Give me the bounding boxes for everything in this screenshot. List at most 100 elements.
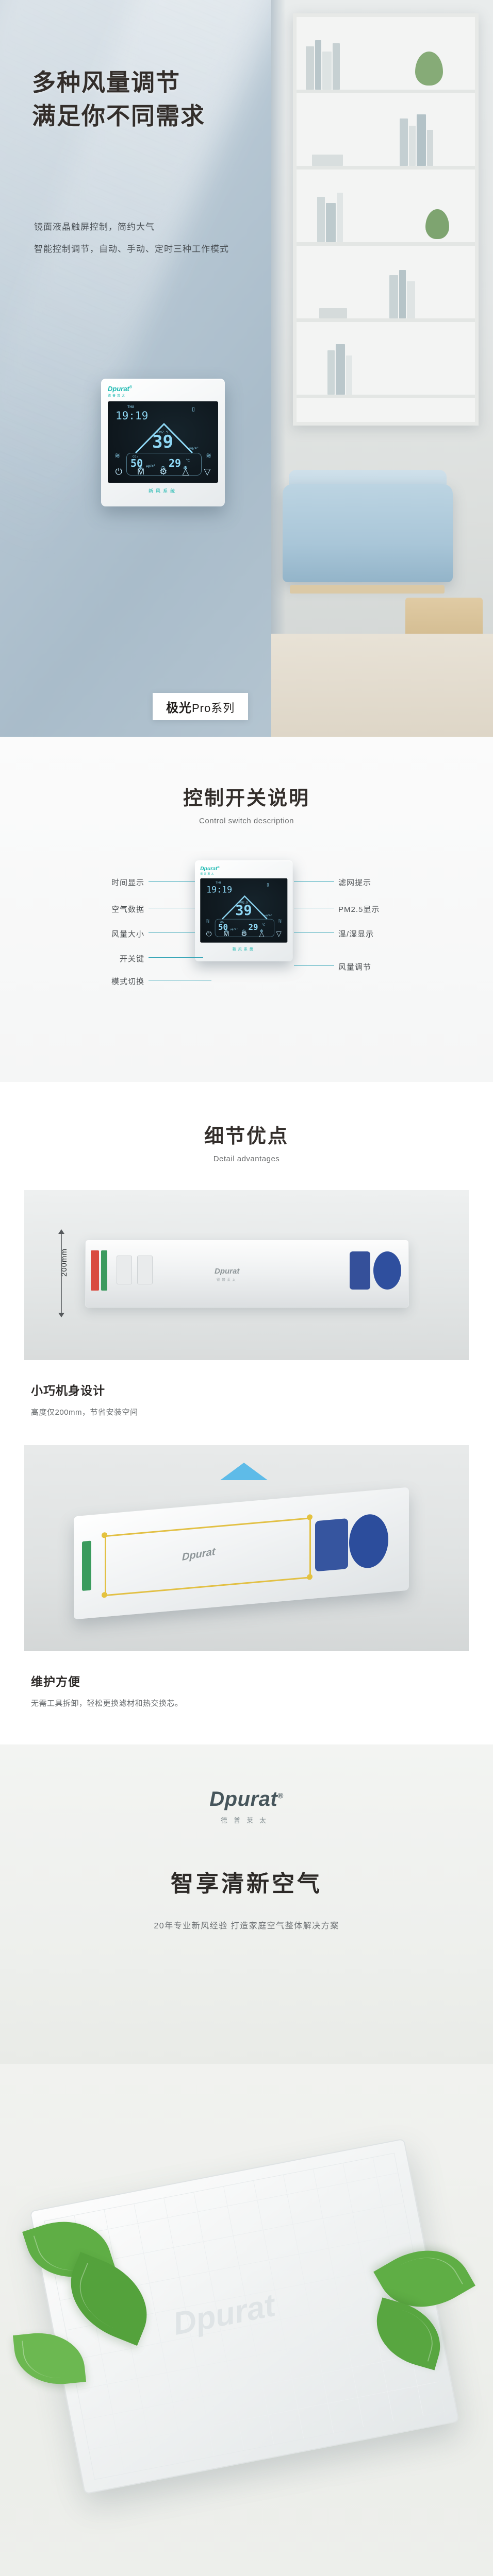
co2-label: CO₂ — [133, 455, 138, 459]
pm25-label-diagram: PM2.5 — [239, 901, 248, 905]
temperature-unit-diagram: ℃ — [262, 923, 265, 927]
brand-logo-cn: 德普莱太 — [220, 1817, 272, 1824]
increase-key[interactable]: △ — [182, 467, 189, 477]
brand-section: Dpurat® 德普莱太 智享清新空气 20年专业新风经验 打造家庭空气整体解决… — [0, 1744, 493, 2064]
green-terminal-2 — [82, 1540, 91, 1591]
touch-key-row[interactable]: ⏻ M ⚙ △ ▽ — [108, 466, 218, 478]
callout-label-airflow-adjust: 风量调节 — [338, 963, 372, 972]
callout-label-time-display: 时间显示 — [111, 878, 144, 887]
time-display: 19:19 — [116, 410, 149, 422]
hero-product-badge: 极光Pro系列 — [153, 693, 249, 720]
pm25-unit: μg/m³ — [189, 447, 199, 450]
co2-label-diagram: CO₂ — [220, 920, 224, 924]
power-key[interactable]: ⏻ — [115, 467, 122, 477]
badge-cn-text: 极光 — [166, 701, 192, 715]
snowflake-left-icon-diagram: ❄ — [224, 928, 228, 934]
callout-label-filter-reminder: 滤网提示 — [338, 878, 372, 887]
mode-key-diagram[interactable]: M — [223, 930, 229, 938]
thermostat-lcd-screen: THU 19:19 ▯ PM2.5 39 μg/m³ ≋ ≋ CO₂ 50 μg… — [108, 401, 218, 483]
house-outline-icon-diagram — [221, 892, 269, 921]
brand-text-diagram: Dpurat — [200, 865, 218, 872]
unit-logo: Dpurat — [215, 1267, 240, 1276]
thermostat-diagram-device: Dpurat® 德普莱太 THU 19:19 ▯ PM2.5 39 μg/m³ … — [195, 860, 293, 961]
hero-subtitle-line1: 镜面液晶触屏控制，简约大气 — [34, 222, 155, 232]
brand-subline: 20年专业新风经验 打造家庭空气整体解决方案 — [154, 1922, 339, 1930]
bookshelf — [293, 13, 479, 426]
room-scene-photo — [271, 0, 493, 737]
shelf-row — [297, 93, 475, 170]
thermostat-brand-cn: 德普莱太 — [108, 395, 127, 398]
sofa — [283, 484, 453, 582]
settings-gear-key[interactable]: ⚙ — [159, 467, 168, 477]
filter-indicator-icon-diagram: ▯ — [266, 882, 270, 888]
thermostat-brand-logo-diagram: Dpurat® — [200, 866, 287, 871]
port-panel-1 — [117, 1256, 132, 1284]
temperature-value-diagram: 29 — [248, 922, 258, 933]
blue-duct-square-2 — [315, 1518, 348, 1572]
touch-key-row-diagram[interactable]: ⏻ M ⚙ △ ▽ — [200, 929, 287, 939]
detail-advantages-section: 细节优点 Detail advantages Dpurat 德普莱太 200mm… — [0, 1082, 493, 1708]
brand-text: Dpurat — [108, 385, 129, 393]
settings-gear-key-diagram[interactable]: ⚙ — [241, 930, 248, 938]
temperature-unit: ℃ — [186, 459, 190, 463]
callout-line-right-4 — [294, 965, 334, 966]
control-section-title: 控制开关说明 — [183, 788, 310, 809]
shelf-row — [297, 322, 475, 398]
power-key-diagram[interactable]: ⏻ — [206, 930, 212, 938]
mode-icon-row: ❄ ◷ ❄ — [108, 463, 218, 472]
mode-icon-row-diagram: ❄ ◷ ❄ — [200, 927, 287, 935]
port-panel-2 — [137, 1256, 153, 1284]
pm25-value: 39 — [152, 432, 173, 452]
shelf-row — [297, 170, 475, 246]
dimension-label-200mm: 200mm — [60, 1248, 69, 1277]
co2-value-diagram: 50 — [218, 922, 228, 933]
callout-line-left-1 — [149, 881, 195, 882]
filter-indicator-icon: ▯ — [191, 405, 195, 413]
brand-logo: Dpurat® — [0, 1788, 493, 1811]
weekday-display: THU — [127, 405, 134, 409]
mode-key[interactable]: M — [137, 467, 145, 477]
hero-subtitle-line2: 智能控制调节，自动、手动、定时三种工作模式 — [34, 244, 229, 254]
house-outline-icon — [134, 419, 194, 455]
blue-duct-round — [373, 1251, 401, 1290]
callout-label-pm25-display: PM2.5显示 — [338, 905, 380, 914]
screw-marker — [307, 1514, 313, 1520]
timer-icon: ◷ — [160, 465, 166, 471]
airflow-wave-left-icon: ≋ — [115, 451, 120, 460]
red-terminal — [91, 1250, 99, 1291]
detail-1-caption-sub: 高度仅200mm，节省安装空间 — [31, 1408, 138, 1417]
callout-label-airflow-level: 风量大小 — [111, 930, 144, 939]
hero-title-line1: 多种风量调节 — [32, 69, 180, 96]
callout-label-mode-switch: 模式切换 — [111, 977, 144, 986]
thermostat-brand-cn-diagram: 德普莱太 — [200, 873, 215, 876]
pm25-unit-diagram: μg/m³ — [265, 914, 272, 917]
detail-section-title: 细节优点 — [204, 1126, 289, 1147]
callout-label-temp-humidity-display: 温/湿显示 — [338, 930, 374, 939]
screw-marker — [307, 1573, 313, 1580]
thermostat-device: Dpurat® 德普莱太 THU 19:19 ▯ PM2.5 39 μg/m³ … — [101, 379, 225, 506]
callout-line-left-4 — [149, 957, 203, 958]
time-display-diagram: 19:19 — [206, 885, 233, 895]
floor — [271, 634, 493, 737]
thermostat-footer-label: 新风系统 — [148, 488, 177, 494]
increase-key-diagram[interactable]: △ — [259, 930, 265, 938]
airflow-wave-right-icon: ≋ — [206, 451, 211, 460]
thermostat-body: Dpurat® 德普莱太 THU 19:19 ▯ PM2.5 39 μg/m³ … — [101, 379, 225, 506]
erv-unit-front-view: Dpurat 德普莱太 — [85, 1240, 409, 1308]
decrease-key[interactable]: ▽ — [204, 467, 211, 477]
airflow-arrow-icon — [220, 1463, 268, 1480]
airflow-wave-left-icon-diagram: ≋ — [206, 917, 210, 925]
brand-logo-text: Dpurat — [209, 1788, 278, 1810]
dimension-arrow-bottom — [58, 1313, 64, 1317]
thermostat-lcd-screen-diagram: THU 19:19 ▯ PM2.5 39 μg/m³ ≋ ≋ CO₂ 50 — [200, 878, 288, 943]
green-terminal — [101, 1250, 107, 1291]
product-photo-maintenance: Dpurat — [24, 1445, 469, 1651]
brand-registered-mark-diagram: ® — [217, 866, 220, 869]
control-section-title-en: Control switch description — [199, 817, 294, 825]
thermostat-body-diagram: Dpurat® 德普莱太 THU 19:19 ▯ PM2.5 39 μg/m³ … — [195, 860, 293, 961]
timer-icon-diagram: ◷ — [241, 928, 246, 934]
brand-headline: 智享清新空气 — [171, 1871, 322, 1896]
decrease-key-diagram[interactable]: ▽ — [276, 930, 282, 938]
temperature-value: 29 — [169, 457, 182, 469]
